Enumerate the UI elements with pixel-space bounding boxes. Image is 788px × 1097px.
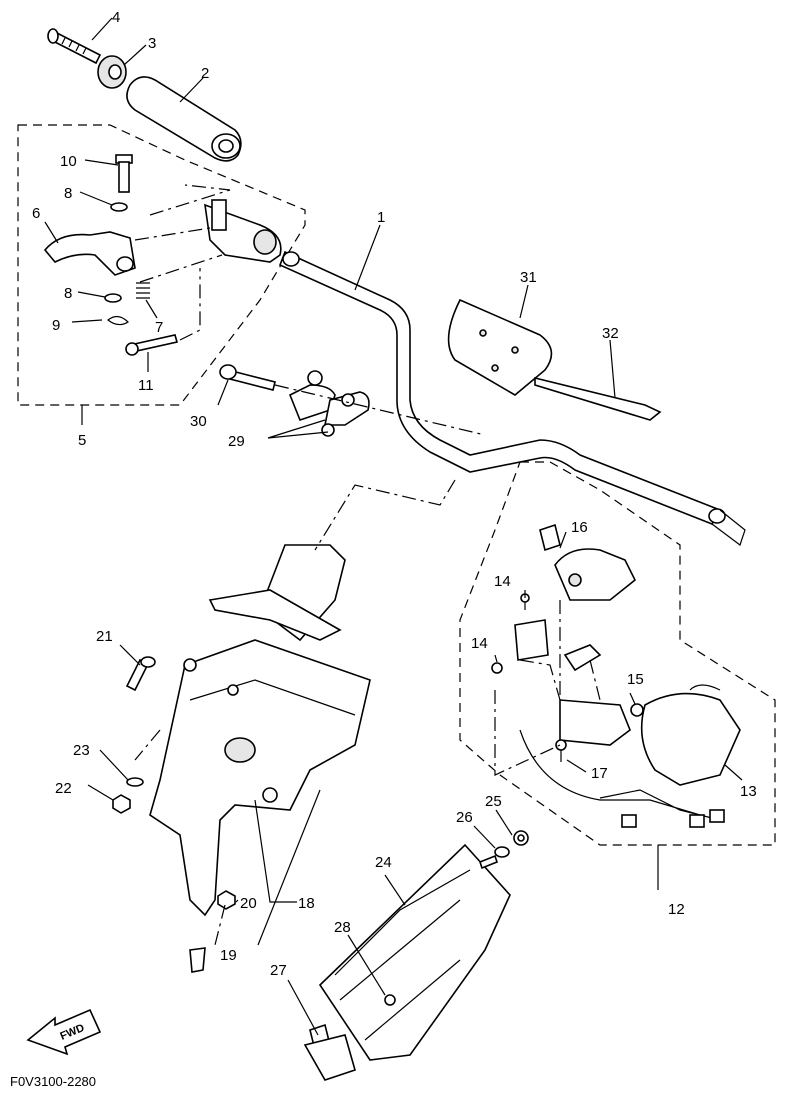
callout-30: 30 — [190, 413, 207, 430]
callout-29: 29 — [228, 433, 245, 450]
washer-26 — [494, 846, 510, 858]
callout-22: 22 — [55, 780, 72, 797]
throttle-housing — [204, 199, 282, 263]
callout-10: 10 — [60, 153, 77, 170]
holder-bolt — [219, 364, 276, 391]
callout-5: 5 — [78, 432, 86, 449]
handlebar-holder-lower — [321, 391, 370, 437]
washer-lower — [104, 293, 122, 303]
screw-15 — [630, 703, 644, 717]
screw-14-lower — [491, 662, 503, 674]
housing-bolt — [125, 334, 179, 356]
cover-bracket — [303, 1034, 356, 1081]
switch-button — [539, 523, 561, 552]
screw-17 — [555, 739, 567, 762]
forward-arrow-icon: FWD — [26, 1008, 102, 1056]
callout-4: 4 — [112, 9, 120, 26]
grip — [126, 76, 242, 162]
callout-7: 7 — [155, 319, 163, 336]
callout-11: 11 — [138, 377, 154, 394]
callout-14b: 14 — [471, 635, 488, 652]
callout-27: 27 — [270, 962, 287, 979]
column-cover — [318, 843, 511, 1061]
callout-25: 25 — [485, 793, 502, 810]
callout-numbers: 1 2 3 4 5 6 7 8 8 9 10 11 12 13 14 14 15… — [32, 9, 757, 979]
circlip — [107, 315, 129, 326]
nut-20 — [217, 890, 236, 910]
leader-lines — [44, 17, 743, 1036]
callout-19: 19 — [220, 947, 237, 964]
callout-9: 9 — [52, 317, 60, 334]
callout-2: 2 — [201, 65, 209, 82]
callout-24: 24 — [375, 854, 392, 871]
bolt-19 — [189, 947, 206, 973]
callout-21: 21 — [96, 628, 113, 645]
callout-14a: 14 — [494, 573, 511, 590]
washer-23 — [126, 777, 144, 787]
grip-end-collar — [97, 55, 127, 89]
callout-28: 28 — [334, 919, 351, 936]
steering-column — [149, 544, 371, 917]
callout-13: 13 — [740, 783, 757, 800]
pad-strap — [534, 376, 662, 421]
throttle-lever — [43, 231, 136, 276]
switch-housing — [554, 548, 637, 601]
screw-26 — [479, 854, 498, 870]
switch-body — [514, 619, 631, 746]
alignment-lines — [134, 184, 601, 946]
washer-upper — [110, 202, 128, 212]
screw-28 — [384, 994, 396, 1006]
handlebar-pad — [447, 298, 553, 396]
callout-18: 18 — [298, 895, 315, 912]
throttle-spring — [136, 282, 150, 299]
callout-8b: 8 — [64, 285, 72, 302]
callout-6: 6 — [32, 205, 40, 222]
nut-22 — [112, 794, 131, 814]
callout-31: 31 — [520, 269, 537, 286]
callout-23: 23 — [73, 742, 90, 759]
wire-connectors — [621, 809, 725, 828]
callout-32: 32 — [602, 325, 619, 342]
stop-switch-13 — [640, 684, 741, 786]
callout-3: 3 — [148, 35, 156, 52]
callout-15: 15 — [627, 671, 644, 688]
handlebar — [278, 250, 746, 546]
drawing-code: F0V3100-2280 — [10, 1074, 96, 1089]
assembly-5-boundary — [17, 124, 306, 406]
callout-8a: 8 — [64, 185, 72, 202]
handlebar-holder-upper — [288, 370, 336, 421]
assembly-12-boundary — [459, 461, 776, 846]
nut-25 — [513, 830, 529, 846]
callout-12: 12 — [668, 901, 685, 918]
column-bolt-21 — [125, 656, 156, 692]
throttle-pin — [115, 154, 133, 193]
grip-end-bolt — [47, 28, 102, 65]
callout-17: 17 — [591, 765, 608, 782]
callout-1: 1 — [377, 209, 385, 226]
callout-16: 16 — [571, 519, 588, 536]
callout-20: 20 — [240, 895, 257, 912]
callout-26: 26 — [456, 809, 473, 826]
